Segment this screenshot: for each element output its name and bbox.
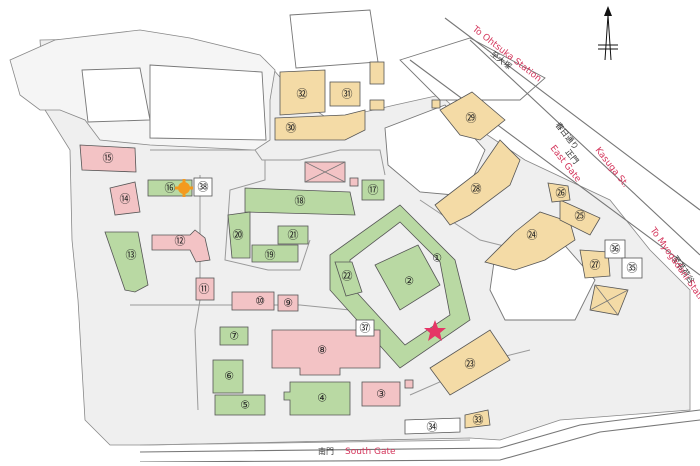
building-19[interactable] (251, 244, 299, 263)
building-15[interactable] (79, 144, 137, 173)
building-number: ㉚ (286, 122, 297, 135)
building-number: ⑰ (368, 184, 379, 197)
building-number: ㉝ (473, 414, 484, 427)
building-4[interactable] (283, 381, 351, 416)
building-number: ㉒ (342, 270, 353, 283)
building-9[interactable] (277, 294, 299, 312)
building-number: ⑨ (283, 297, 293, 310)
kasuga-street (139, 17, 700, 463)
building-8[interactable] (271, 329, 381, 376)
building-25[interactable] (559, 199, 601, 236)
south-gate-en-label: South Gate (345, 447, 396, 457)
building-number: ⑧ (317, 344, 327, 357)
building-12[interactable] (151, 229, 211, 263)
building-3[interactable] (361, 381, 401, 407)
building-30[interactable] (274, 109, 366, 141)
building-number: ㊳ (198, 181, 209, 194)
building-31[interactable] (329, 81, 361, 107)
building-23[interactable] (429, 329, 511, 396)
building-number: ⑳ (233, 229, 244, 242)
building-hatched-east-x (589, 284, 629, 316)
compass-icon (598, 6, 618, 61)
building-number: ⑲ (265, 249, 276, 262)
building-number: ⑮ (103, 152, 114, 165)
building-26[interactable] (547, 182, 571, 203)
building-number: ㉘ (471, 183, 482, 196)
building-number: ③ (376, 388, 386, 401)
building-number: ㉞ (427, 421, 438, 434)
building-32[interactable] (279, 69, 326, 116)
building-11[interactable] (195, 277, 215, 301)
building-34[interactable] (404, 417, 461, 435)
building-5[interactable] (214, 394, 266, 416)
building-number: ㉛ (342, 88, 353, 101)
building-33[interactable] (464, 409, 491, 429)
building-number: ㉑ (288, 229, 299, 242)
building-13[interactable] (104, 231, 149, 293)
building-number: ① (432, 252, 442, 265)
building-number: ⑤ (240, 399, 250, 412)
building-36[interactable] (604, 239, 626, 259)
building-35[interactable] (621, 257, 643, 279)
building-number: ⑫ (175, 235, 186, 248)
building-number: ⑥ (224, 370, 234, 383)
building-24[interactable] (484, 211, 576, 271)
building-14[interactable] (109, 181, 141, 216)
building-28[interactable] (434, 139, 521, 226)
building-22[interactable] (334, 261, 363, 297)
star-marker (424, 320, 446, 341)
building-37[interactable] (355, 319, 375, 337)
building-number: ㉟ (627, 262, 638, 275)
building-18[interactable] (244, 187, 356, 216)
building-2[interactable] (374, 244, 441, 311)
small-block-3 (431, 99, 441, 109)
building-number: ㉜ (297, 88, 308, 101)
building-number: ⑪ (199, 283, 210, 296)
building-annex-31 (369, 61, 385, 85)
building-number: ② (404, 275, 414, 288)
building-hatched-north-x (304, 161, 346, 183)
building-6[interactable] (212, 359, 244, 394)
building-number: ⑬ (126, 249, 137, 262)
building-38[interactable] (193, 177, 213, 197)
building-20[interactable] (227, 211, 251, 259)
south-gate-jp-label: 南門 (318, 446, 334, 456)
building-number: ⑯ (165, 182, 176, 195)
building-21[interactable] (277, 225, 309, 245)
building-number: ㉕ (575, 210, 586, 223)
building-number: ⑭ (120, 193, 131, 206)
building-number: ㉙ (466, 112, 477, 125)
building-number: ㊲ (360, 322, 371, 335)
building-7[interactable] (219, 326, 249, 346)
building-27[interactable] (579, 249, 611, 279)
building-number: ⑦ (229, 330, 239, 343)
building-number: ⑩ (255, 295, 265, 308)
location-marker (175, 179, 193, 197)
building-number: ㊱ (610, 243, 621, 256)
building-29[interactable] (439, 91, 506, 141)
building-17[interactable] (361, 179, 385, 201)
building-number: ⑱ (295, 195, 306, 208)
building-number: ㉖ (556, 187, 567, 200)
building-number: ㉗ (590, 259, 601, 272)
building-annex-30 (369, 99, 385, 111)
building-number: ㉓ (465, 358, 476, 371)
building-number-layer: ① ② ③ ④ ⑤ ⑥ ⑦ ⑧ ⑨ ⑩ ⑪ ⑫ ⑬ ⑭ ⑮ ⑯ ⑰ ⑱ ⑲ ⑳ … (103, 88, 638, 434)
building-number: ㉔ (527, 229, 538, 242)
small-block-1 (349, 177, 359, 187)
building-10[interactable] (231, 291, 275, 311)
kasuga-en-label: Kasuga St. (593, 146, 630, 190)
small-block-2 (404, 379, 414, 389)
building-number: ④ (317, 392, 327, 405)
